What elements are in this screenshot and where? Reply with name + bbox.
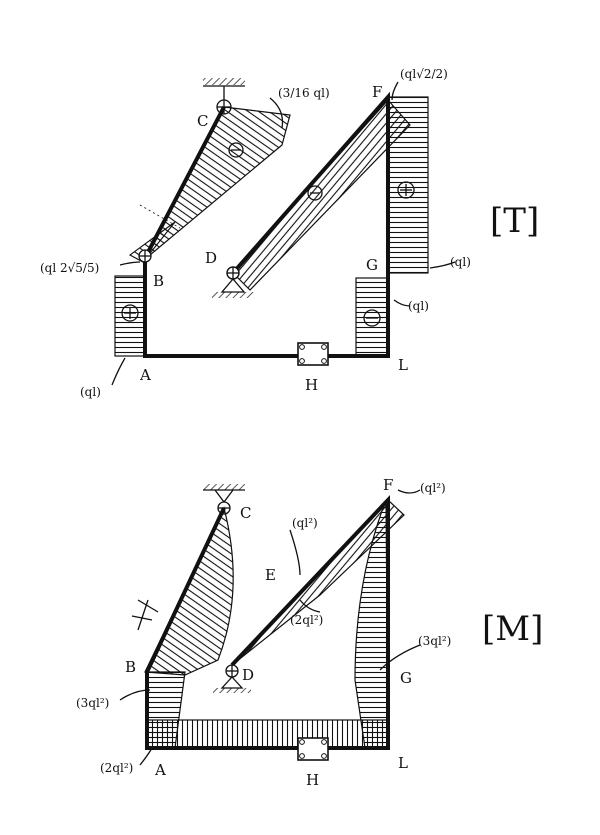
label-h-bottom: H [306, 771, 319, 789]
label-d: D [205, 249, 217, 267]
label-b-bottom: B [125, 658, 136, 676]
diagram-M: C F E B D G A H L (ql²) (ql²) (2ql²) (3q… [76, 476, 543, 789]
annotation-c: (3/16 ql) [278, 86, 330, 100]
annotation-g-bottom: (3ql²) [418, 634, 451, 648]
annotation-a: (ql) [80, 385, 101, 399]
label-b: B [153, 272, 164, 290]
diagram-T: C F B D G A H L (3/16 ql) (ql√2/2) (ql 2… [40, 67, 539, 399]
label-d-bottom: D [242, 666, 254, 684]
frame-T [143, 91, 390, 358]
hinge-h-icon [297, 342, 329, 366]
support-d-bottom-icon [213, 664, 251, 693]
hatch-fg [387, 96, 429, 274]
diagram-title-T: [T] [490, 201, 539, 241]
label-g-bottom: G [400, 669, 412, 687]
force-marker-icon [131, 599, 159, 631]
annotation-b: (ql 2√5/5) [40, 261, 99, 275]
annotation-g2: (ql) [408, 299, 429, 313]
label-c-bottom: C [240, 504, 251, 522]
label-a: A [139, 366, 151, 384]
frame-M [145, 494, 390, 750]
annotation-f: (ql√2/2) [400, 67, 448, 81]
annotation-b-bottom: (3ql²) [76, 696, 109, 710]
label-f-bottom: F [383, 476, 393, 494]
diagram-title-M: [M] [482, 609, 543, 649]
label-l: L [398, 356, 408, 374]
annotation-e2-bottom: (2ql²) [290, 613, 323, 627]
label-c: C [197, 112, 208, 130]
label-g: G [366, 256, 378, 274]
hatch-fl [354, 499, 389, 749]
hatch-al [146, 719, 388, 749]
label-h: H [305, 376, 318, 394]
sign-icons-T [121, 142, 415, 327]
annotation-g: (ql) [450, 255, 471, 269]
annotation-e-bottom: (ql²) [292, 516, 318, 530]
label-e-bottom: E [265, 566, 276, 584]
annotation-f-bottom: (ql²) [420, 481, 446, 495]
hinge-h-bottom-icon [297, 737, 329, 761]
label-f: F [372, 83, 382, 101]
hatch-gl [355, 277, 389, 357]
support-d-icon [212, 266, 254, 298]
annotation-a-bottom: (2ql²) [100, 761, 133, 775]
label-a-bottom: A [154, 761, 166, 779]
label-l-bottom: L [398, 754, 408, 772]
